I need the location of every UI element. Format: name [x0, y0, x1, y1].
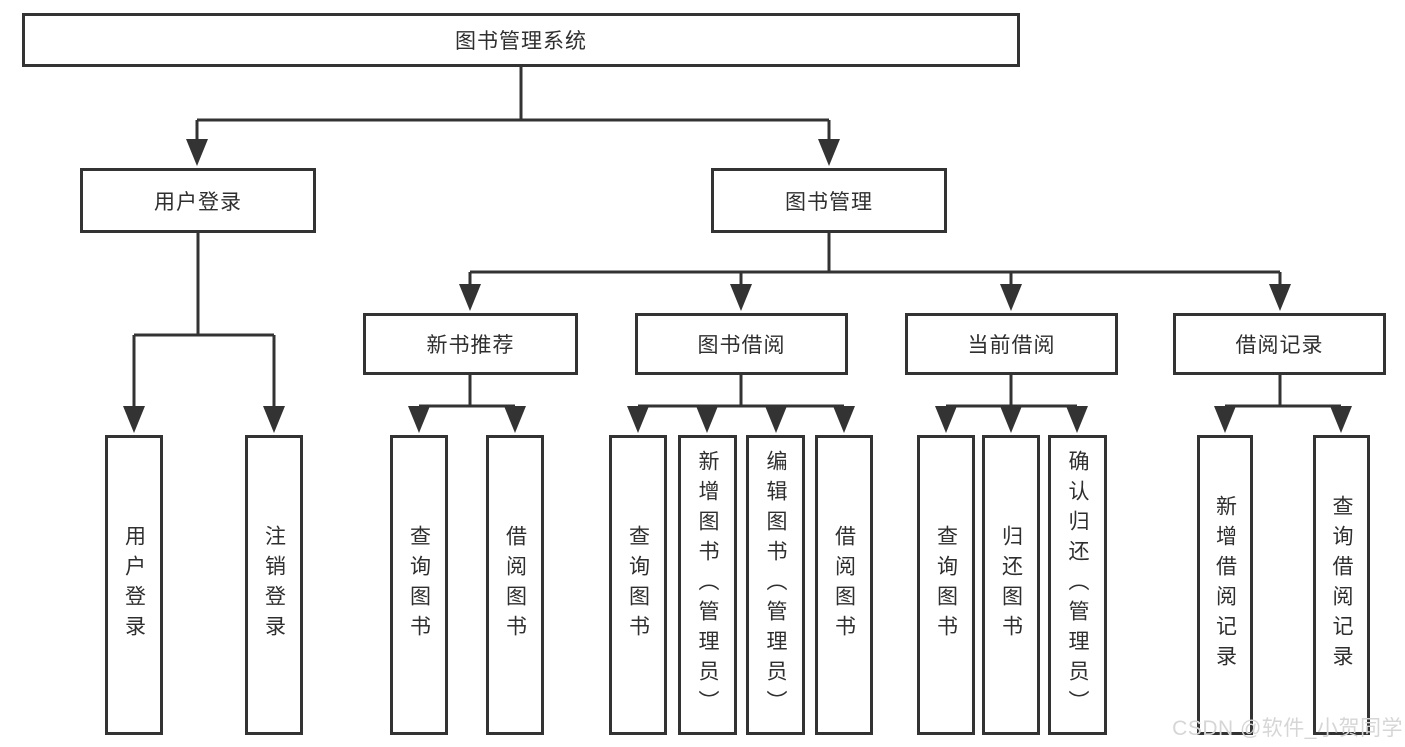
node-library-system: 图书管理系统: [22, 13, 1020, 67]
leaf-add-books-admin: 新增图书（管理员）: [678, 435, 737, 735]
leaf-label: 查询图书: [934, 525, 958, 645]
leaf-label: 归还图书: [999, 525, 1023, 645]
leaf-label: 查询图书: [407, 525, 431, 645]
leaf-label: 查询借阅记录: [1330, 495, 1353, 675]
leaf-edit-books-admin: 编辑图书（管理员）: [746, 435, 805, 735]
node-new-book-recommend: 新书推荐: [363, 313, 578, 375]
leaf-query-borrow-record: 查询借阅记录: [1313, 435, 1370, 735]
leaf-query-books-current: 查询图书: [917, 435, 975, 735]
node-book-borrowing: 图书借阅: [635, 313, 848, 375]
leaf-label: 编辑图书（管理员）: [764, 450, 787, 720]
leaf-confirm-return-admin: 确认归还（管理员）: [1048, 435, 1107, 735]
node-borrowing-records: 借阅记录: [1173, 313, 1386, 375]
leaf-borrow-books: 借阅图书: [815, 435, 873, 735]
leaf-return-books: 归还图书: [982, 435, 1040, 735]
node-book-management: 图书管理: [711, 168, 947, 233]
csdn-watermark: CSDN @软件_小贺同学: [1172, 717, 1403, 740]
node-user-login: 用户登录: [80, 168, 316, 233]
leaf-query-books-borrowing: 查询图书: [609, 435, 667, 735]
leaf-add-borrow-record: 新增借阅记录: [1197, 435, 1253, 735]
leaf-label: 确认归还（管理员）: [1066, 450, 1089, 720]
node-current-borrowing: 当前借阅: [905, 313, 1118, 375]
leaf-user-login: 用户登录: [105, 435, 163, 735]
leaf-label: 用户登录: [122, 525, 146, 645]
leaf-label: 借阅图书: [832, 525, 856, 645]
leaf-label: 新增图书（管理员）: [696, 450, 719, 720]
leaf-label: 借阅图书: [503, 525, 527, 645]
leaf-label: 新增借阅记录: [1213, 495, 1237, 675]
leaf-query-books-recommend: 查询图书: [390, 435, 448, 735]
leaf-label: 查询图书: [626, 525, 650, 645]
leaf-label: 注销登录: [262, 525, 286, 645]
leaf-logout: 注销登录: [245, 435, 303, 735]
leaf-borrow-books-recommend: 借阅图书: [486, 435, 544, 735]
